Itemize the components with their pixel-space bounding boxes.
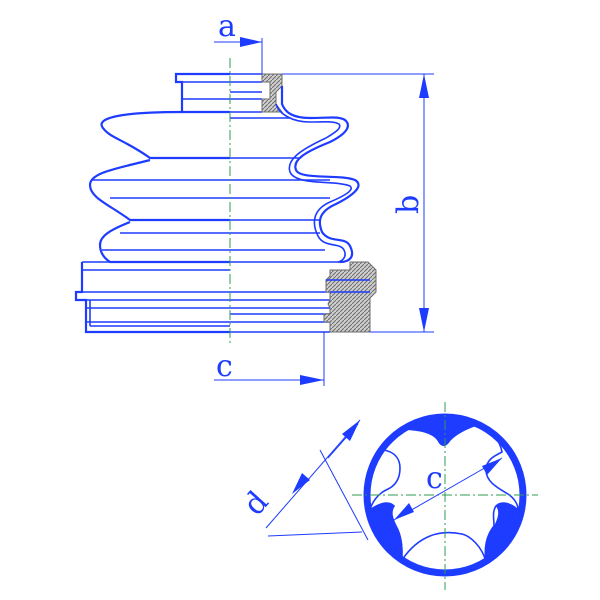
dimension-c-section-label: c [426,461,443,496]
dimension-d-arrow-bottom [292,473,310,494]
dimension-d-label: d [237,485,276,523]
boot-right-section [230,73,377,333]
boot-side-view: a b c [74,9,434,386]
dimension-a: a [214,9,263,74]
dimension-c-side: c [214,332,325,386]
dimension-b-arrow-bottom [419,308,429,332]
dimension-d-arrow-top [342,420,360,441]
dimension-c-section-arrow-top [482,458,502,475]
boot-cross-section: c d [237,402,538,590]
dimension-b-label: b [391,195,426,214]
boot-left-outline [74,72,230,334]
dimension-a-arrow [240,37,262,47]
dimension-d: d [237,419,369,541]
section-lobe-top [404,414,480,446]
section-inner-contour [368,423,519,563]
dimension-b-arrow-top [419,74,429,98]
section-lobe-right [485,503,518,562]
dimension-c-side-label: c [216,349,233,384]
dimension-c-section: c [393,457,503,521]
dimension-c-section-arrow-bottom [394,503,414,520]
dimension-a-label: a [218,9,236,44]
section-lobe-left [370,503,403,560]
dimension-c-arrow [300,375,324,385]
dimension-b: b [282,73,434,333]
